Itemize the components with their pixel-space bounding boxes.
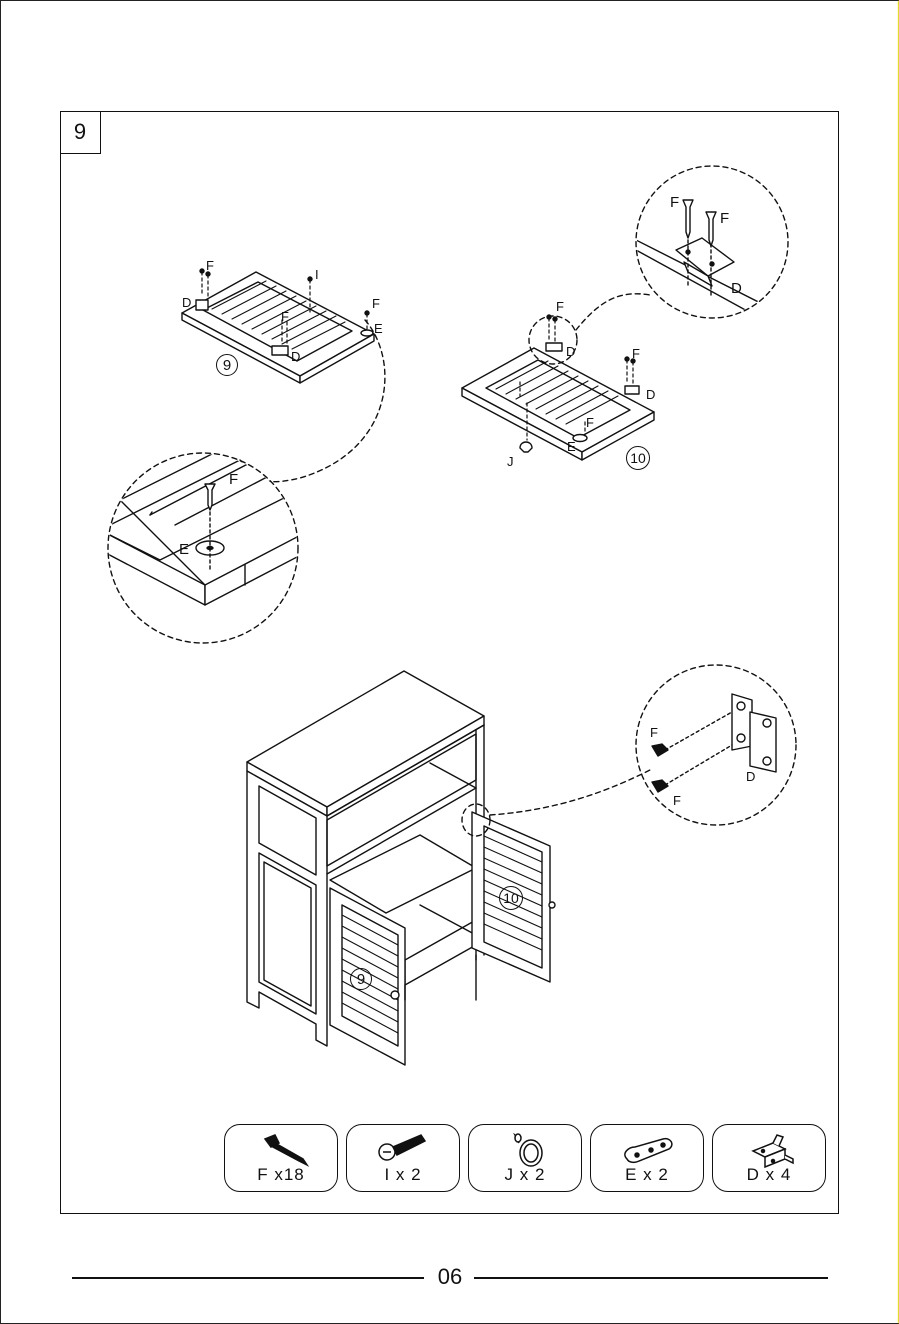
label-f: F bbox=[556, 300, 564, 313]
panel-9-marker: 9 bbox=[350, 968, 372, 990]
cabinet-illustration bbox=[247, 671, 555, 1065]
detail-hinge-content bbox=[652, 694, 776, 792]
label-d: D bbox=[746, 770, 755, 783]
label-f: F bbox=[206, 259, 214, 272]
door-10-illustration bbox=[462, 315, 654, 460]
label-f: F bbox=[720, 211, 729, 226]
label-i: I bbox=[315, 268, 319, 281]
part-j: J x 2 bbox=[468, 1124, 582, 1192]
label-d: D bbox=[566, 345, 575, 358]
label-e: E bbox=[179, 542, 189, 557]
part-e: E x 2 bbox=[590, 1124, 704, 1192]
label-d: D bbox=[182, 296, 191, 309]
part-i-qty: I x 2 bbox=[347, 1165, 459, 1185]
label-d: D bbox=[291, 350, 300, 363]
label-f: F bbox=[229, 472, 238, 487]
detail-e-content bbox=[100, 440, 320, 605]
label-f: F bbox=[372, 297, 380, 310]
part-e-qty: E x 2 bbox=[591, 1165, 703, 1185]
parts-list: F x18 I x 2 J x 2 E x 2 bbox=[224, 1124, 828, 1196]
detail-hinge-callout bbox=[462, 665, 796, 836]
part-i: I x 2 bbox=[346, 1124, 460, 1192]
label-f: F bbox=[650, 726, 658, 739]
detail-d-callout bbox=[529, 166, 788, 364]
footer-rule-right bbox=[474, 1277, 828, 1279]
label-e: E bbox=[374, 322, 383, 335]
panel-10-marker: 10 bbox=[626, 446, 650, 470]
label-d: D bbox=[731, 281, 742, 296]
label-f: F bbox=[673, 794, 681, 807]
label-e: E bbox=[567, 440, 576, 453]
part-j-qty: J x 2 bbox=[469, 1165, 581, 1185]
footer-rule-left bbox=[72, 1277, 424, 1279]
label-f: F bbox=[670, 195, 679, 210]
panel-9-marker: 9 bbox=[216, 354, 238, 376]
panel-10-marker: 10 bbox=[499, 886, 523, 910]
part-d: D x 4 bbox=[712, 1124, 826, 1192]
page-number: 06 bbox=[428, 1264, 472, 1290]
part-d-qty: D x 4 bbox=[713, 1165, 825, 1185]
door-9-illustration bbox=[182, 269, 374, 383]
label-f: F bbox=[281, 310, 289, 323]
part-f-qty: F x18 bbox=[225, 1165, 337, 1185]
label-f: F bbox=[632, 347, 640, 360]
label-d: D bbox=[646, 388, 655, 401]
detail-d-content bbox=[636, 200, 790, 318]
label-j: J bbox=[507, 455, 514, 468]
label-f: F bbox=[586, 416, 594, 429]
part-f: F x18 bbox=[224, 1124, 338, 1192]
